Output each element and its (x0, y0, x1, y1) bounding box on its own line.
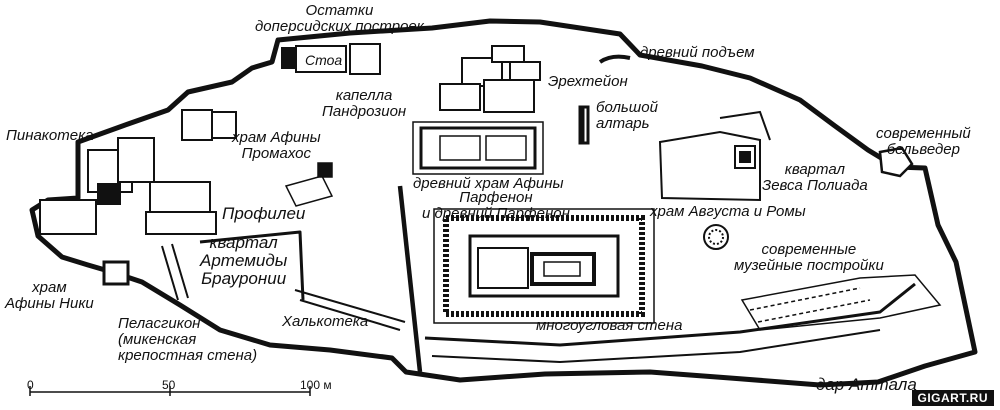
label-parthenon: Парфенон и древний Парфенон (422, 189, 570, 222)
chalkotheke-wall (397, 185, 423, 373)
label-propylaea: Профилеи (222, 204, 306, 223)
promachos-statue-base (284, 175, 334, 207)
label-museum-buildings: современные музейные постройки (734, 241, 884, 274)
erechtheion-porch (491, 45, 525, 63)
label-erechtheion: Эрехтейон (548, 73, 628, 90)
label-great-altar: большой алтарь (596, 99, 658, 132)
label-temple-augustus-roma: храм Августа и Ромы (650, 203, 806, 220)
label-polygonal-wall: многоугловая стена (536, 317, 683, 334)
nike-temple (102, 260, 130, 286)
watermark-badge: GIGART.RU (911, 390, 994, 406)
artemis-wall (199, 230, 305, 301)
nike-temple-block (97, 183, 121, 205)
promachos-base-2 (211, 111, 237, 139)
label-pelasgikon: Пеласгикон (микенская крепостная стена) (118, 315, 258, 364)
label-pre-persian-remains: Остатки доперсидских построек (255, 2, 424, 35)
label-stoa: Стоа (305, 52, 343, 68)
parthenon-platform (433, 208, 655, 324)
label-artemis-brauronia-quarter: квартал Артемиды Брауронии (200, 233, 288, 288)
scale-bar (29, 386, 311, 396)
parthenon-cella (468, 234, 620, 298)
label-pinakotheke: Пинакотека (6, 127, 94, 144)
erechtheion-east (509, 61, 541, 81)
augustus-temple (703, 224, 729, 250)
label-chalkotheke: Халькотека (282, 313, 369, 330)
scale-tick-50: 50 (162, 378, 176, 392)
pre-persian-remains (281, 47, 297, 69)
museum-buildings (740, 274, 942, 331)
south-wall-inner (431, 329, 881, 363)
old-temple-outer (412, 121, 544, 175)
pandroseion (439, 83, 481, 111)
label-ancient-ascent: древний подъем (640, 44, 755, 61)
ancient-ascent-marker (598, 54, 631, 64)
propylaea-west (149, 181, 211, 217)
parthenon-stylobate (443, 215, 645, 317)
chalkotheke-inner-wall (294, 289, 406, 331)
pelasgikon-wall (161, 243, 189, 301)
stoa-annex (349, 43, 381, 75)
label-zeus-polieus-quarter: квартал Зевса Полиада (762, 161, 868, 194)
old-temple-inner (419, 126, 537, 170)
propylaea-central (145, 211, 217, 235)
label-modern-belvedere: современный бельведер (876, 125, 971, 158)
label-attalos-gift: дар Аттала (816, 375, 917, 394)
polygonal-wall (424, 282, 916, 347)
label-old-temple-athena: древний храм Афины (413, 175, 564, 192)
stoa-building (295, 45, 347, 73)
belvedere (878, 146, 914, 178)
label-athena-nike-temple: храм Афины Ники (5, 279, 94, 312)
erechtheion-core (483, 79, 535, 113)
pinakotheke-hall (117, 137, 155, 183)
outer-wall (29, 18, 978, 388)
scale-tick-0: 0 (27, 378, 34, 392)
label-athena-promachos: храм Афины Промахос (232, 129, 321, 162)
promachos-base-1 (181, 109, 213, 141)
scale-tick-100: 100 м (300, 378, 332, 392)
label-pandroseion-chapel: капелла Пандрозион (322, 87, 407, 120)
